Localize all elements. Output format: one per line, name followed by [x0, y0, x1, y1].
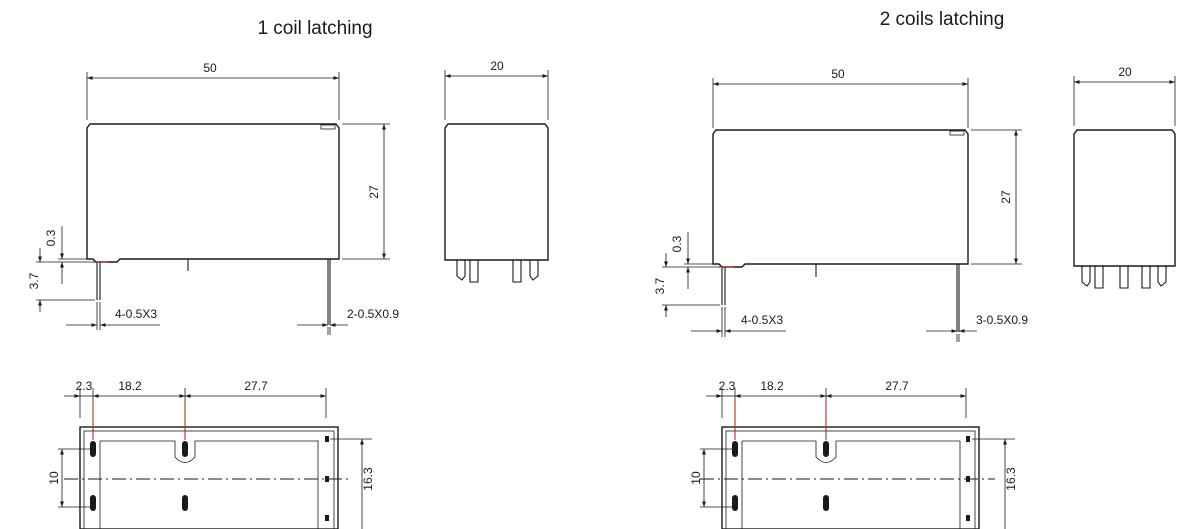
- vent-marks: [320, 124, 336, 130]
- pin-slot: [325, 476, 329, 482]
- pitch-3-label: 27.7: [244, 379, 268, 393]
- length-dimension-label: 50: [831, 67, 845, 81]
- vent-marks: [949, 130, 965, 136]
- pin-slot: [966, 436, 970, 442]
- pin-slot: [823, 495, 829, 511]
- pin-slot: [325, 515, 329, 521]
- bottom-view: 2.3 18.2 27.7 10 16.3: [689, 379, 1018, 529]
- pin-length-dimension-label: 3.7: [653, 277, 667, 294]
- relay-body-side: [1073, 129, 1176, 267]
- relay-body-front: [86, 123, 340, 263]
- pitch-3-label: 27.7: [885, 379, 909, 393]
- pin-b-dimension-label: 3-0.5X0.9: [976, 313, 1028, 327]
- pitch-2-label: 18.2: [118, 379, 142, 393]
- pitch-2-label: 18.2: [760, 379, 784, 393]
- row-spacing-label: 10: [47, 471, 61, 485]
- pin-a-dimension-label: 4-0.5X3: [741, 313, 783, 327]
- pin-length-dimension-label: 3.7: [27, 272, 41, 289]
- front-view: 50 27 3.7 0.3 4-: [653, 67, 1028, 342]
- front-view: 50 27 3.7 0.3 4-: [27, 61, 399, 335]
- relay-body-bottom: [79, 426, 339, 529]
- pin-span-label: 16.3: [1004, 467, 1018, 491]
- relay-body-front: [712, 129, 969, 268]
- pin-a-dimension-label: 4-0.5X3: [115, 307, 157, 321]
- side-view: 20: [444, 59, 549, 283]
- view-title: 1 coil latching: [257, 18, 372, 39]
- row-spacing-label: 10: [689, 471, 703, 485]
- pin-slot: [182, 495, 188, 511]
- pitch-1-label: 2.3: [719, 379, 736, 393]
- pitch-1-label: 2.3: [76, 379, 93, 393]
- view-title: 2 coils latching: [880, 9, 1005, 30]
- gap-dimension-label: 0.3: [670, 235, 684, 252]
- pin-slot: [823, 441, 829, 457]
- relay-body-side: [444, 123, 549, 261]
- height-dimension-label: 27: [367, 185, 381, 199]
- pin-slot: [182, 441, 188, 457]
- pin-b-dimension-label: 2-0.5X0.9: [347, 307, 399, 321]
- pin-slot: [325, 436, 329, 442]
- height-dimension-label: 27: [999, 190, 1013, 204]
- side-view: 20: [1073, 65, 1176, 289]
- pin-slot: [90, 441, 96, 457]
- bottom-view: 2.3 18.2 27.7 10 16.3: [47, 379, 375, 529]
- pin-slot: [732, 441, 738, 457]
- view-2-coils-latching: 2 coils latching 50 27 3.7: [653, 9, 1176, 529]
- length-dimension-label: 50: [203, 61, 217, 75]
- width-dimension-label: 20: [1118, 65, 1132, 79]
- view-1-coil-latching: 1 coil latching 50 27 3.7: [27, 18, 549, 529]
- pin-span-label: 16.3: [361, 467, 375, 491]
- gap-dimension-label: 0.3: [44, 229, 58, 246]
- pin-slot: [732, 495, 738, 511]
- pin-slot: [966, 515, 970, 521]
- pin-slot: [90, 495, 96, 511]
- relay-body-bottom: [721, 426, 980, 529]
- width-dimension-label: 20: [490, 59, 504, 73]
